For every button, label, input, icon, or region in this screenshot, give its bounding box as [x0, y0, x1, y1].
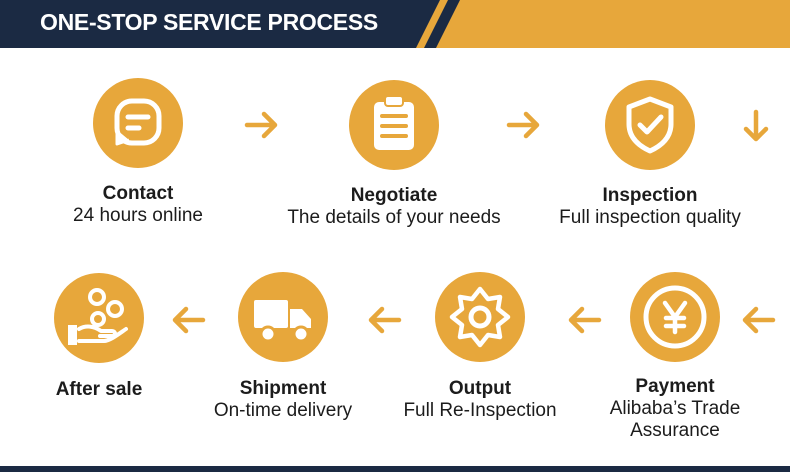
arrow-left-icon [172, 306, 206, 334]
step-circle [435, 272, 525, 362]
step-circle [605, 80, 695, 170]
step-payment: Payment Alibaba’s Trade Assurance [555, 272, 790, 442]
header-banner: ONE-STOP SERVICE PROCESS [0, 0, 790, 48]
arrow-down-icon [743, 109, 769, 142]
step-subtitle: The details of your needs [287, 207, 501, 228]
step-circle [349, 80, 439, 170]
step-title: After sale [55, 379, 143, 400]
step-contact: Contact 24 hours online [18, 78, 258, 227]
step-title: Payment [635, 376, 715, 397]
arrow-right-icon [506, 111, 540, 139]
step-subtitle: 24 hours online [73, 205, 203, 226]
step-title: Inspection [602, 185, 698, 206]
step-after-sale: After sale [0, 273, 219, 401]
step-circle [630, 272, 720, 362]
step-subtitle: Full inspection quality [559, 207, 741, 228]
clipboard-icon [374, 95, 414, 150]
step-title: Shipment [239, 378, 327, 399]
step-circle [54, 273, 144, 363]
step-title: Output [448, 378, 512, 399]
page-title: ONE-STOP SERVICE PROCESS [40, 9, 378, 35]
header-background [0, 0, 790, 48]
gear-icon [449, 286, 511, 348]
step-inspection: Inspection Full inspection quality [530, 80, 770, 229]
step-circle [238, 272, 328, 362]
step-subtitle: Alibaba’s Trade Assurance [609, 398, 741, 441]
yen-coin-icon [643, 285, 707, 349]
chat-icon [114, 98, 162, 146]
step-title: Negotiate [350, 185, 438, 206]
step-subtitle: Full Re-Inspection [403, 400, 557, 421]
arrow-left-icon [568, 306, 602, 334]
shield-check-icon [626, 96, 674, 154]
step-circle [93, 78, 183, 168]
step-negotiate: Negotiate The details of your needs [274, 80, 514, 229]
step-title: Contact [102, 183, 174, 204]
hand-coins-icon [68, 288, 128, 345]
step-output: Output Full Re-Inspection [360, 272, 600, 422]
arrow-left-icon [742, 306, 776, 334]
arrow-left-icon [368, 306, 402, 334]
step-subtitle: On-time delivery [213, 400, 353, 421]
arrow-right-icon [244, 111, 278, 139]
truck-icon [254, 300, 311, 343]
step-shipment: Shipment On-time delivery [163, 272, 403, 422]
footer-bar [0, 466, 790, 472]
